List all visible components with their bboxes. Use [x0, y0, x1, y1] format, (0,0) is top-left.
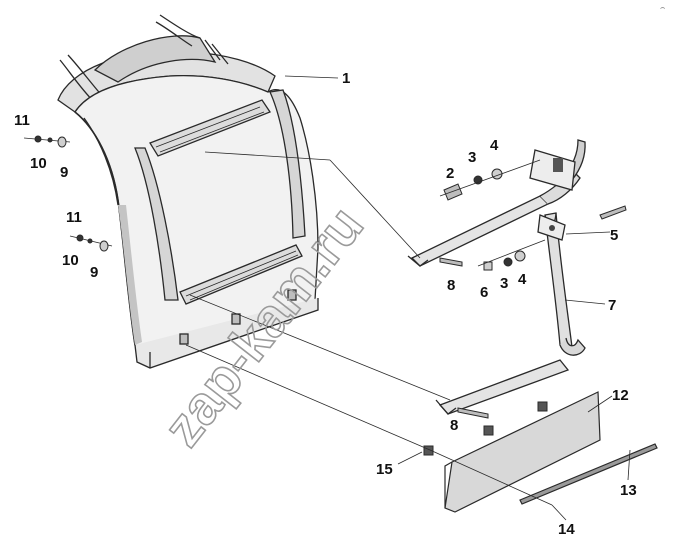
callout-13: 13	[620, 482, 637, 499]
corner-mark: ⌢	[660, 3, 665, 12]
callout-4-middle: 4	[518, 271, 527, 288]
callout-10-upper: 10	[30, 155, 47, 172]
callout-11-upper: 11	[14, 112, 30, 129]
bracket-frame-part	[407, 139, 586, 415]
callout-10-lower: 10	[62, 252, 79, 269]
strip-part	[519, 443, 658, 505]
callout-5: 5	[610, 227, 618, 244]
callout-2: 2	[446, 165, 454, 182]
leader-lines	[284, 75, 631, 521]
callout-1: 1	[342, 70, 350, 87]
mud-flap-part	[444, 391, 601, 513]
fender-part	[57, 14, 319, 369]
callout-labels: 1 2 3 4 5 6 3 4 7 8 8 9 9 10 10 11 11 12…	[14, 70, 637, 538]
callout-3-top: 3	[468, 149, 476, 166]
callout-6: 6	[480, 284, 488, 301]
callout-4-top: 4	[490, 137, 499, 154]
callout-7: 7	[608, 297, 616, 314]
callout-9-lower: 9	[90, 264, 98, 281]
callout-15: 15	[376, 461, 393, 478]
callout-9-upper: 9	[60, 164, 68, 181]
callout-14: 14	[558, 521, 575, 538]
callout-12: 12	[612, 387, 629, 404]
callout-3-middle: 3	[500, 275, 508, 292]
hardware-parts	[23, 135, 627, 456]
callout-8-lower: 8	[450, 417, 458, 434]
callout-11-lower: 11	[66, 209, 82, 226]
callout-8-upper: 8	[447, 277, 455, 294]
assembly-lines	[185, 151, 553, 506]
